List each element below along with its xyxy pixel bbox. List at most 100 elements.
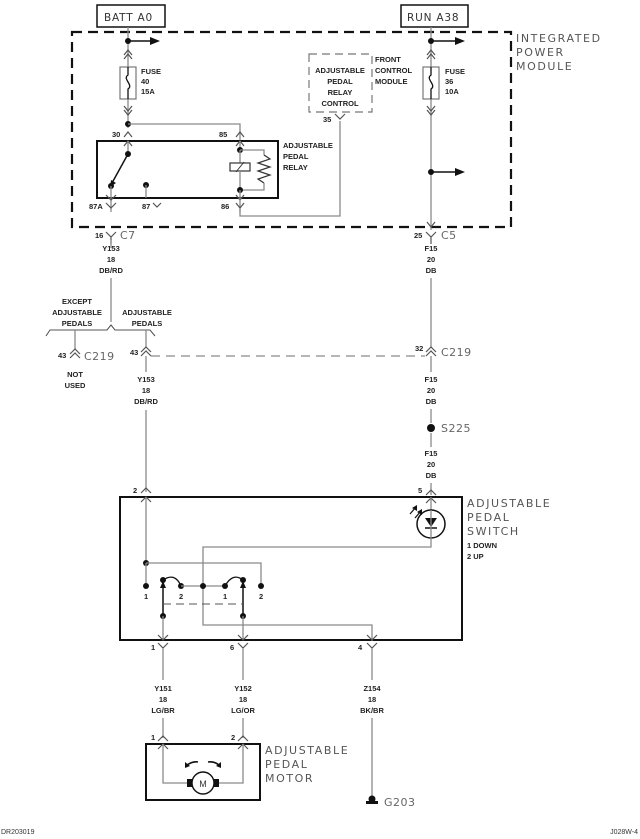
fcm-inner-1: ADJUSTABLE: [315, 66, 365, 75]
motor-label-2: PEDAL: [265, 758, 309, 771]
y153-bottom-color: DB/RD: [134, 397, 158, 406]
run-branch-arrow-icon: [455, 168, 465, 176]
z154-gauge: 18: [368, 695, 376, 704]
fuse-36-icon: [428, 67, 434, 99]
y152-gauge: 18: [239, 695, 247, 704]
z154-color: BK/BR: [360, 706, 384, 715]
s225-label: S225: [441, 422, 471, 435]
branch-left-1: EXCEPT: [62, 297, 92, 306]
fuse-36-title: FUSE: [445, 67, 465, 76]
batt-continue-arrow-icon: [150, 37, 160, 45]
f15-c-color: DB: [426, 471, 437, 480]
y153-bottom-circuit: Y153: [137, 375, 155, 384]
front-control-module-box: [308, 53, 373, 113]
y153-top-gauge: 18: [107, 255, 115, 264]
motor-label-1: ADJUSTABLE: [265, 744, 349, 757]
switch-pin-2: 2: [133, 486, 137, 495]
f15-a-gauge: 20: [427, 255, 435, 264]
relay-pin-87a: 87A: [89, 202, 103, 211]
fcm-label-1: FRONT: [375, 55, 401, 64]
adjustable-pedal-relay-box: [96, 140, 279, 199]
contact-label-1: 1: [144, 592, 148, 601]
switch-label-2: PEDAL: [467, 511, 511, 524]
run-a38-label: RUN A38: [407, 12, 459, 24]
relay-label-2: PEDAL: [283, 152, 309, 161]
run-a38-tag: RUN A38: [400, 4, 469, 28]
motor-pin-1: 1: [151, 733, 155, 742]
fuse-40-icon: [125, 67, 131, 99]
switch-pin-1: 1: [151, 643, 155, 652]
y151-color: LG/BR: [151, 706, 175, 715]
branch-right-1: ADJUSTABLE: [122, 308, 172, 317]
switch-contact: [143, 583, 149, 589]
footer-right-id: J028W-4: [610, 829, 638, 836]
y153-top-circuit: Y153: [102, 244, 120, 253]
batt-a0-tag: BATT A0: [96, 4, 166, 28]
branch-left-3: PEDALS: [62, 319, 92, 328]
ipm-label-1: INTEGRATED: [516, 32, 602, 45]
c219-right-label: C219: [441, 346, 472, 359]
integrated-power-module-boundary: [70, 30, 513, 229]
fuse-36-number: 36: [445, 77, 453, 86]
fuse-36-rating: 10A: [445, 87, 459, 96]
ground-label: G203: [384, 796, 416, 809]
footer-left-id: DR203019: [1, 829, 35, 836]
fcm-pin-35: 35: [323, 115, 331, 124]
c219-left-pin: 43: [58, 351, 66, 360]
connector-icon: [123, 49, 133, 60]
motor-pin-2: 2: [231, 733, 235, 742]
fuse-40-number: 40: [141, 77, 149, 86]
switch-pin-4: 4: [358, 643, 363, 652]
relay-pin-30: 30: [112, 130, 120, 139]
c219-left-label: C219: [84, 350, 115, 363]
not-used-1: NOT: [67, 370, 83, 379]
f15-a-color: DB: [426, 266, 437, 275]
switch-pin-6: 6: [230, 643, 234, 652]
f15-b-gauge: 20: [427, 386, 435, 395]
fcm-label-3: MODULE: [375, 77, 408, 86]
f15-a-circuit: F15: [425, 244, 438, 253]
contact-label-4: 2: [259, 592, 263, 601]
relay-pin-86: 86: [221, 202, 229, 211]
contact-label-3: 1: [223, 592, 227, 601]
run-continue-arrow-icon: [455, 37, 465, 45]
y152-color: LG/OR: [231, 706, 255, 715]
switch-contact: [200, 583, 206, 589]
f15-c-gauge: 20: [427, 460, 435, 469]
not-used-2: USED: [65, 381, 86, 390]
relay-label-3: RELAY: [283, 163, 308, 172]
c219-mid-pin: 43: [130, 348, 138, 357]
c7-pin: 16: [95, 231, 103, 240]
switch-contact: [258, 583, 264, 589]
switch-legend-1: 1 DOWN: [467, 541, 497, 550]
y153-top-color: DB/RD: [99, 266, 123, 275]
switch-label-3: SWITCH: [467, 525, 520, 538]
relay-control-wire: [239, 121, 341, 217]
motor-icon: [191, 771, 215, 795]
c5-label: C5: [441, 229, 457, 242]
motor-label-3: MOTOR: [265, 772, 314, 785]
batt-a0-label: BATT A0: [104, 12, 153, 24]
adjustable-pedal-switch-box: [119, 496, 463, 641]
switch-pin-5: 5: [418, 486, 422, 495]
adjustable-pedal-motor-box: [145, 743, 261, 801]
c7-label: C7: [120, 229, 136, 242]
branch-bracket: [45, 324, 156, 337]
resistor-icon: [256, 154, 272, 184]
f15-b-color: DB: [426, 397, 437, 406]
f15-c-circuit: F15: [425, 449, 438, 458]
relay-label-1: ADJUSTABLE: [283, 141, 333, 150]
ipm-label-2: POWER: [516, 46, 565, 59]
c219-right-pin: 32: [415, 344, 423, 353]
led-light-rays-icon: [409, 505, 422, 519]
fcm-inner-4: CONTROL: [321, 99, 358, 108]
motor-symbol: M: [199, 779, 207, 789]
relay-pin-85: 85: [219, 130, 227, 139]
switch-label-1: ADJUSTABLE: [467, 497, 551, 510]
switch-legend-2: 2 UP: [467, 552, 484, 561]
fuse-40-title: FUSE: [141, 67, 161, 76]
ground-g203-icon: [366, 795, 378, 804]
connector-icon: [123, 105, 133, 116]
y151-circuit: Y151: [154, 684, 172, 693]
